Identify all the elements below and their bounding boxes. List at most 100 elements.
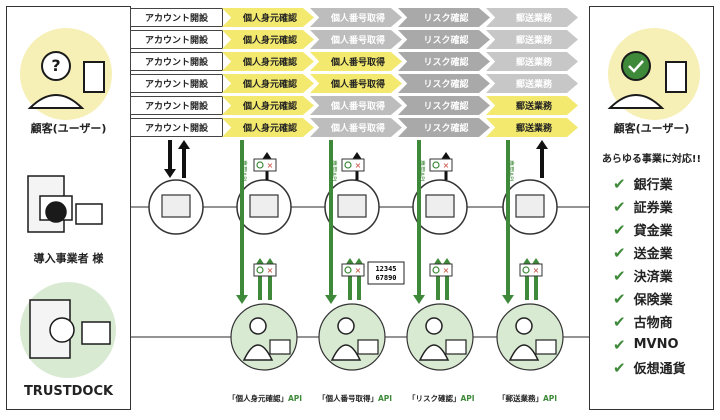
flow-arrow — [178, 140, 190, 178]
flow-step: アカウント開設 — [130, 52, 223, 71]
flow-row: アカウント開設個人身元確認個人番号取得リスク確認郵送業務 — [130, 118, 578, 137]
industry-label: 貸金業 — [633, 224, 673, 239]
api-label: 「個人番号取得」API — [318, 393, 392, 404]
flow-arrow — [536, 140, 548, 178]
flow-step: リスク確認 — [398, 30, 490, 49]
flow-arrow — [164, 140, 176, 178]
api-suffix: API — [460, 394, 475, 403]
api-tag-label: 専用API — [240, 160, 248, 182]
industries-heading: あらゆる事業に対応!! — [601, 154, 702, 165]
api-suffix: API — [543, 394, 558, 403]
industry-item: ✔ 仮想通貨 — [613, 356, 708, 379]
industry-label: MVNO — [633, 337, 679, 352]
industry-label: 保険業 — [633, 293, 673, 308]
check-icon: ✔ — [613, 312, 626, 331]
flow-row: アカウント開設個人身元確認個人番号取得リスク確認郵送業務 — [130, 52, 578, 71]
flow-step: 郵送業務 — [486, 8, 578, 27]
check-icon: ✔ — [613, 174, 626, 193]
industry-label: 仮想通貨 — [633, 362, 686, 377]
api-suffix: API — [288, 394, 303, 403]
industry-item: ✔ 送金業 — [613, 241, 708, 264]
industry-item: ✔ 古物商 — [613, 310, 708, 333]
industry-item: ✔貸金業 — [613, 218, 708, 241]
industry-label: 古物商 — [633, 316, 673, 331]
flow-arrow — [413, 140, 425, 304]
laptop-icon — [357, 339, 379, 355]
flow-row: アカウント開設個人身元確認個人番号取得リスク確認郵送業務 — [130, 96, 578, 115]
user-question-icon: ? — [27, 51, 105, 109]
api-name: 「個人番号取得」 — [318, 394, 378, 403]
check-icon: ✔ — [613, 289, 626, 308]
flow-step: 郵送業務 — [486, 52, 578, 71]
operator-person-icon — [242, 344, 274, 361]
flow-step: 個人番号取得 — [310, 74, 402, 93]
laptop-icon — [269, 339, 291, 355]
flow-row: アカウント開設個人身元確認個人番号取得リスク確認郵送業務 — [130, 8, 578, 27]
check-icon: ✔ — [613, 358, 626, 377]
user-check-icon — [607, 51, 687, 109]
operator-label: 導入事業者 様 — [33, 252, 104, 265]
api-tag-label: 専用API — [330, 160, 338, 182]
customer-left-label: 顧客(ユーザー) — [30, 122, 107, 135]
industry-item: ✔ MVNO — [613, 333, 708, 356]
trustdock-server-icon — [29, 299, 111, 359]
industry-item: ✔銀行業 — [613, 172, 708, 195]
laptop-icon — [445, 339, 467, 355]
industry-label: 送金業 — [633, 247, 673, 262]
flow-step: 個人身元確認 — [222, 30, 314, 49]
operator-person-icon — [508, 344, 540, 361]
flow-step: 個人番号取得 — [310, 52, 402, 71]
flow-step: 郵送業務 — [486, 118, 578, 137]
mynumber-card-digits: 12345 — [375, 265, 396, 273]
flow-step: リスク確認 — [398, 8, 490, 27]
industry-label: 決済業 — [633, 270, 673, 285]
operator-person-icon — [418, 344, 450, 361]
api-name: 「個人身元確認」 — [228, 394, 288, 403]
industry-label: 証券業 — [633, 201, 673, 216]
flow-step: アカウント開設 — [130, 30, 223, 49]
flow-step: リスク確認 — [398, 52, 490, 71]
api-label: 「リスク確認」API — [408, 393, 475, 404]
flow-step: リスク確認 — [398, 96, 490, 115]
operator-person-icon — [330, 344, 362, 361]
mail-icon — [515, 194, 545, 218]
flow-step: 個人身元確認 — [222, 8, 314, 27]
person-head-icon — [515, 317, 533, 335]
person-head-icon — [425, 317, 443, 335]
api-label: 「郵送業務」API — [498, 393, 557, 404]
flow-step: 個人身元確認 — [222, 96, 314, 115]
flow-row: アカウント開設個人身元確認個人番号取得リスク確認郵送業務 — [130, 30, 578, 49]
reject-mark: × — [267, 161, 274, 170]
reject-mark: × — [443, 161, 450, 170]
flow-step: 郵送業務 — [486, 74, 578, 93]
flow-step: 郵送業務 — [486, 30, 578, 49]
card-icon — [337, 194, 367, 218]
flow-arrow — [325, 140, 337, 304]
flow-arrow — [236, 140, 248, 304]
form-icon — [161, 194, 191, 218]
person-head-icon — [337, 317, 355, 335]
flow-step: 個人番号取得 — [310, 8, 402, 27]
flow-step: アカウント開設 — [130, 74, 223, 93]
mynumber-card-digits: 67890 — [375, 274, 396, 282]
industry-item: ✔ 決済業 — [613, 264, 708, 287]
api-suffix: API — [378, 394, 393, 403]
flow-step: アカウント開設 — [130, 8, 223, 27]
flow-step: リスク確認 — [398, 74, 490, 93]
reject-mark: × — [355, 161, 362, 170]
flow-row: アカウント開設個人身元確認個人番号取得リスク確認郵送業務 — [130, 74, 578, 93]
check-icon: ✔ — [613, 243, 626, 262]
flow-arrow — [502, 140, 514, 304]
api-name: 「郵送業務」 — [498, 394, 543, 403]
api-name: 「リスク確認」 — [408, 394, 461, 403]
flow-step: 個人身元確認 — [222, 118, 314, 137]
check-icon: ✔ — [613, 335, 626, 354]
industry-item: ✔ 保険業 — [613, 287, 708, 310]
svg-text:?: ? — [51, 56, 60, 75]
flow-step: アカウント開設 — [130, 96, 223, 115]
flow-step: 個人番号取得 — [310, 30, 402, 49]
check-icon: ✔ — [613, 197, 626, 216]
reject-mark: × — [267, 266, 274, 275]
check-icon: ✔ — [613, 266, 626, 285]
